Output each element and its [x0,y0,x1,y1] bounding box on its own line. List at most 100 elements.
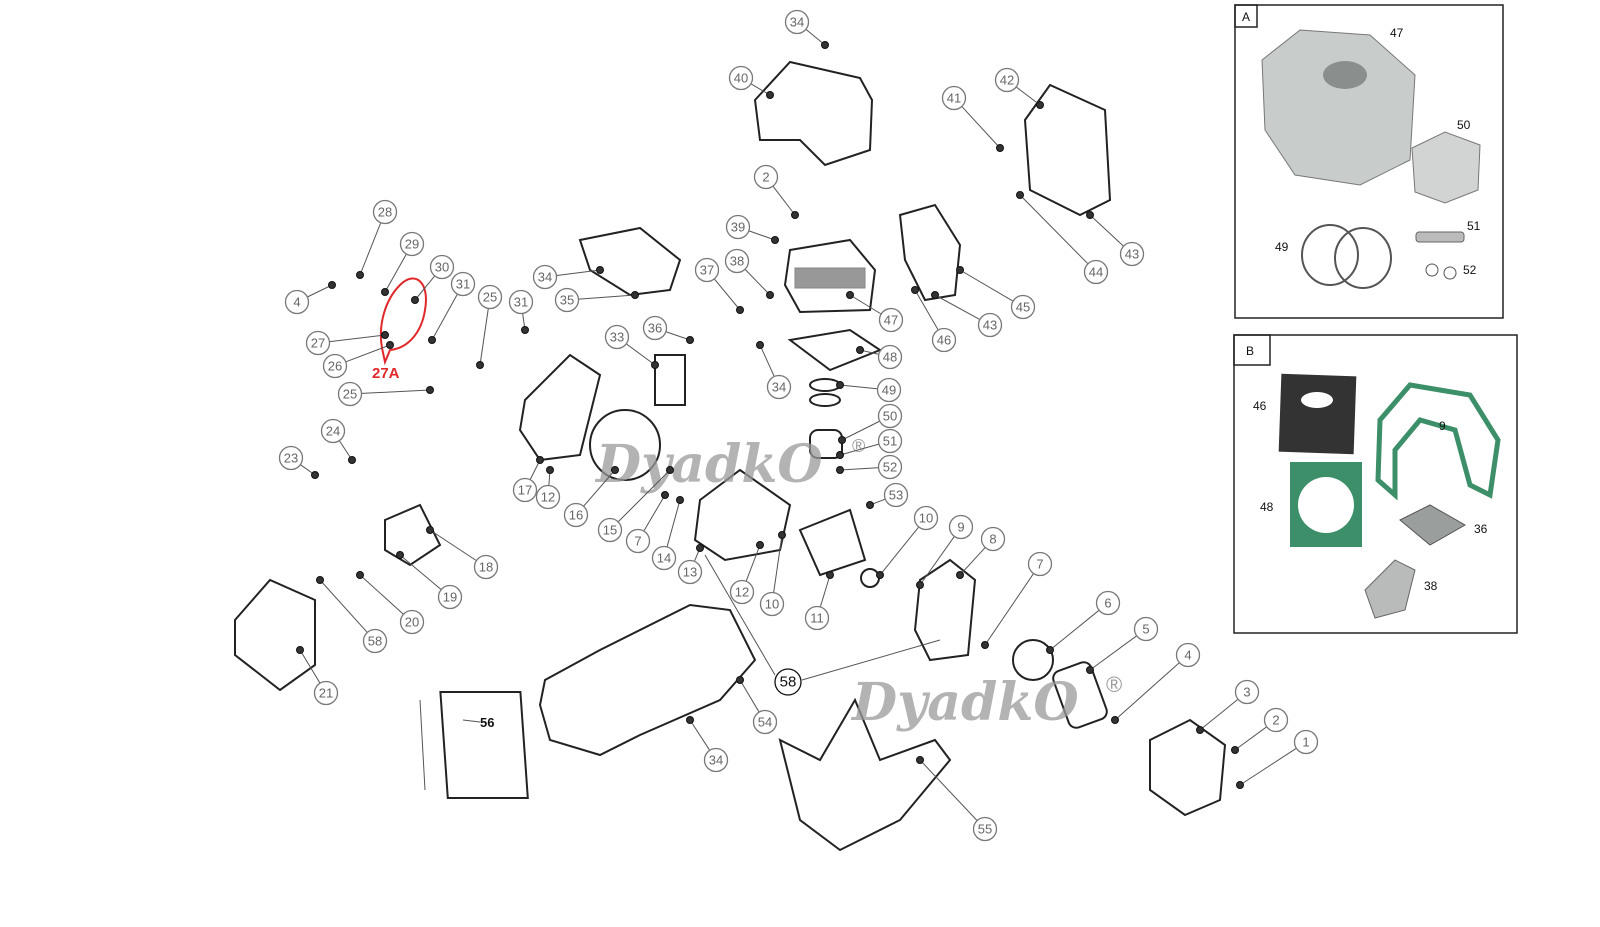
callout-40: 40 [728,65,754,91]
callout-10: 10 [759,591,785,617]
fastener [631,291,639,299]
callout-11: 11 [804,605,830,631]
inset-a-label: 52 [1463,263,1477,277]
inset-b-label: 46 [1253,399,1267,413]
callout-34: 34 [766,374,792,400]
callout-15: 15 [597,517,623,543]
leader-line [1114,662,1180,721]
fastener [476,361,484,369]
callout-33: 33 [604,324,630,350]
callout-1: 1 [1293,729,1319,755]
leader-line [578,294,636,300]
callout-20: 20 [399,609,425,635]
leader-line [583,469,616,507]
callout-10: 10 [913,505,939,531]
callout-50: 50 [877,403,903,429]
callout-number: 24 [326,424,340,439]
callout-number: 41 [947,91,961,106]
callout-number: 48 [883,350,897,365]
leader-line [399,554,442,590]
fastener [916,581,924,589]
callout-34: 34 [532,264,558,290]
fastener [546,466,554,474]
callout-number: 30 [435,260,449,275]
fastener [836,466,844,474]
top-cover [753,60,874,167]
inset-b: B 46 9 48 36 38 [1233,334,1518,634]
callout-28: 28 [372,199,398,225]
callout-31: 31 [450,271,476,297]
inset-b-label: 38 [1424,579,1438,593]
callout-number: 19 [443,590,457,605]
leader-line [849,294,882,315]
callout-4: 4 [284,289,310,315]
callout-34: 34 [784,9,810,35]
fastener [381,288,389,296]
fastener [356,571,364,579]
callout-number: 37 [700,263,714,278]
leader-line [666,499,681,547]
callout-number: 38 [730,254,744,269]
leader-line [749,230,776,241]
fuel-tank [538,603,757,757]
leader-line [934,294,980,320]
leader-line [431,294,458,341]
fastener [1046,646,1054,654]
callout-43: 43 [1119,241,1145,267]
fastener [411,296,419,304]
leader-line [773,534,783,593]
callout-number: 34 [790,15,804,30]
callout-number: 5 [1142,622,1149,637]
fastener [766,91,774,99]
leader-line [361,389,431,394]
callout-42: 42 [994,67,1020,93]
fastener [766,291,774,299]
callout-3: 3 [1234,679,1260,705]
callout-39: 39 [725,214,751,240]
fastener [536,456,544,464]
leader-line [429,529,477,561]
callout-6: 6 [1095,590,1121,616]
callout-number: 28 [378,205,392,220]
leader-line [414,275,435,301]
fastener [756,541,764,549]
callout-52: 52 [877,454,903,480]
callout-number: 2 [762,170,769,185]
leader-line [879,527,919,576]
fastener [686,336,694,344]
fastener [386,341,394,349]
fastener [696,544,704,552]
watermark-registered: ® [1106,672,1122,697]
ring-1 [809,378,841,392]
fastener [911,286,919,294]
callout-24: 24 [320,418,346,444]
callout-number: 18 [479,560,493,575]
air-filter-base [384,503,442,567]
inset-b-label: 36 [1474,522,1488,536]
callout-number: 35 [560,293,574,308]
fastener [661,491,669,499]
callout-30: 30 [429,254,455,280]
fastener [428,336,436,344]
callout-58: 58 [362,628,388,654]
callout-35: 35 [554,287,580,313]
engine-guard [778,697,952,852]
callout-number: 50 [883,409,897,424]
fastener [611,466,619,474]
callout-number: 12 [735,585,749,600]
gasket-48 [787,328,883,372]
callout-number: 49 [882,383,896,398]
callout-12: 12 [729,579,755,605]
leader-line [961,106,1001,149]
clip-photo [1443,266,1457,280]
callout-number: 54 [758,715,772,730]
callout-47: 47 [878,307,904,333]
muffler-cover [1023,83,1112,217]
fastener [521,326,529,334]
recoil-housing [518,353,602,462]
callout-number: 23 [284,451,298,466]
fastener [981,641,989,649]
callout-number: 27 [311,336,325,351]
